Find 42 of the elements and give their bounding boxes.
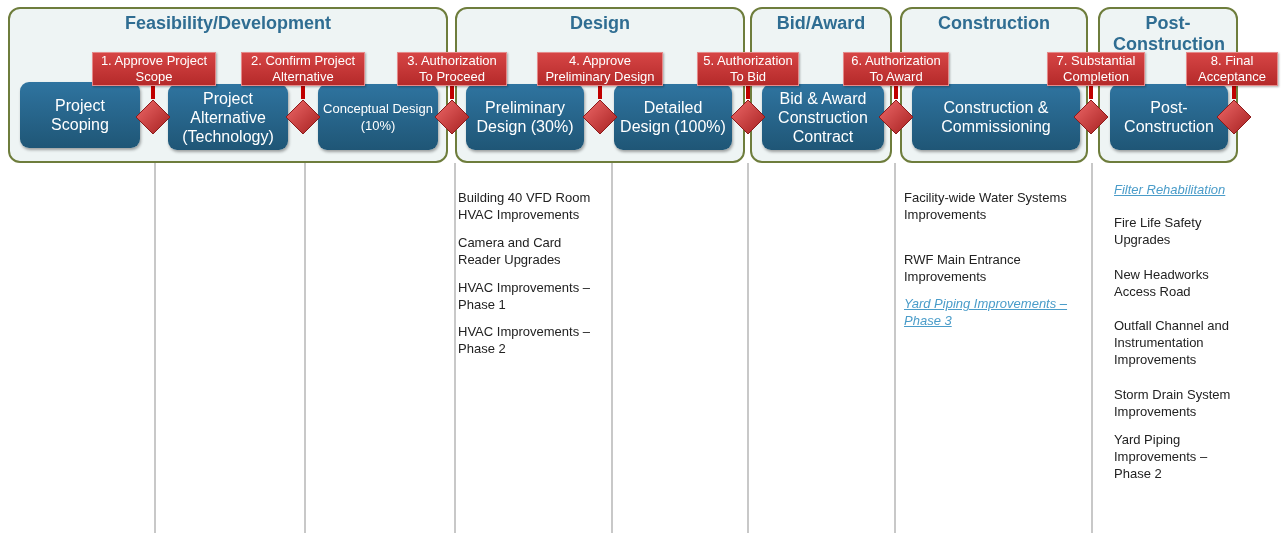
project-name: Camera and Card Reader Upgrades bbox=[458, 234, 563, 268]
connector-line bbox=[1089, 86, 1093, 99]
milestone-diamond bbox=[878, 99, 914, 135]
milestone-diamond bbox=[285, 99, 321, 135]
milestone-flag: 2. Confirm Project Alternative bbox=[241, 52, 365, 86]
project-name: HVAC Improvements – Phase 2 bbox=[458, 323, 591, 357]
phase-title: Bid/Award bbox=[776, 13, 866, 34]
project-name: Building 40 VFD Room HVAC Improvements bbox=[458, 189, 592, 223]
phase-title: Design bbox=[570, 13, 630, 34]
milestone-diamond bbox=[730, 99, 766, 135]
milestone-flag: 3. Authorization To Proceed bbox=[397, 52, 507, 86]
milestone-diamond bbox=[582, 99, 618, 135]
milestone-flag: 1. Approve Project Scope bbox=[92, 52, 216, 86]
phase-title: Construction bbox=[938, 13, 1050, 34]
connector-line bbox=[450, 86, 454, 99]
milestone-flag: 4. Approve Preliminary Design bbox=[537, 52, 663, 86]
milestone-diamond bbox=[135, 99, 171, 135]
milestone-diamond bbox=[1216, 99, 1252, 135]
milestone-flag: 7. Substantial Completion bbox=[1047, 52, 1145, 86]
project-name: HVAC Improvements – Phase 1 bbox=[458, 279, 591, 313]
connector-line bbox=[151, 86, 155, 99]
milestone-flag: 8. Final Acceptance bbox=[1186, 52, 1278, 86]
project-name: Storm Drain System Improvements bbox=[1114, 386, 1232, 420]
connector-line bbox=[1232, 86, 1236, 99]
connector-line bbox=[894, 86, 898, 99]
project-link: Yard Piping Improvements – Phase 3 bbox=[904, 295, 1069, 329]
project-name: New Headworks Access Road bbox=[1114, 266, 1210, 300]
phase-title: Feasibility/Development bbox=[124, 13, 332, 34]
project-link: Filter Rehabilitation bbox=[1114, 181, 1226, 198]
connector-line bbox=[746, 86, 750, 99]
project-name: Facility-wide Water Systems Improvements bbox=[904, 189, 1068, 223]
project-name: Fire Life Safety Upgrades bbox=[1114, 214, 1203, 248]
connector-line bbox=[301, 86, 305, 99]
connector-line bbox=[598, 86, 602, 99]
milestone-flag: 5. Authorization To Bid bbox=[697, 52, 799, 86]
project-name: RWF Main Entrance Improvements bbox=[904, 251, 1022, 285]
milestone-diamond bbox=[1073, 99, 1109, 135]
project-name: Outfall Channel and Instrumentation Improvements bbox=[1114, 317, 1230, 368]
project-name: Yard Piping Improvements – Phase 2 bbox=[1114, 431, 1209, 482]
milestone-diamond bbox=[434, 99, 470, 135]
phase-title: Post-Construction bbox=[1113, 13, 1223, 55]
milestone-flag: 6. Authorization To Award bbox=[843, 52, 949, 86]
